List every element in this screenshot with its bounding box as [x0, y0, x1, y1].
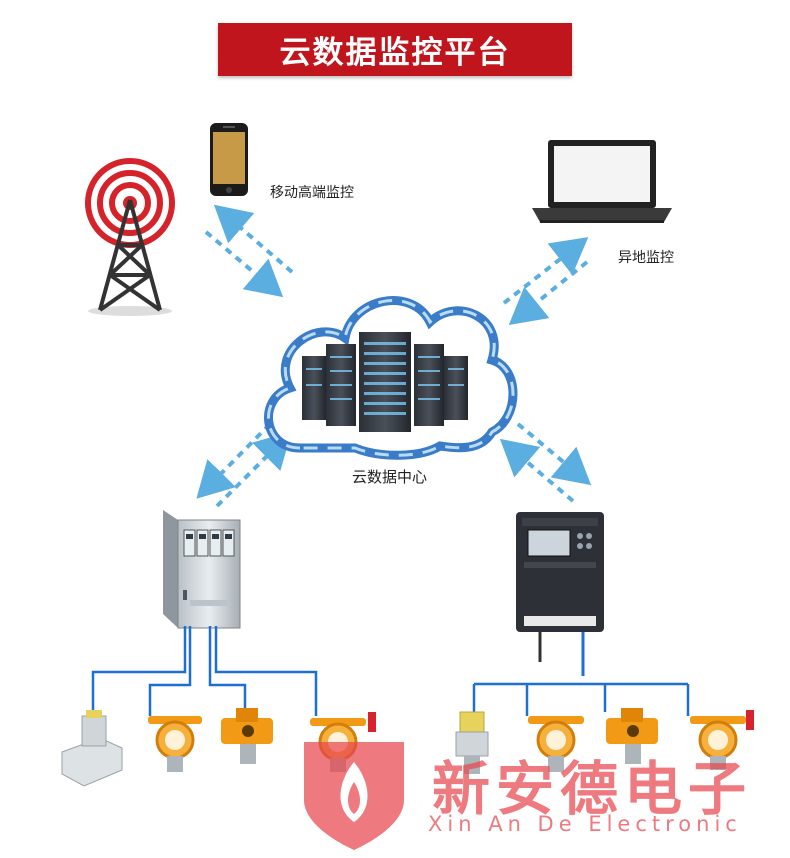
- watermark-english: Xin An De Electronic: [428, 812, 742, 836]
- gas-detector-icon: [61, 710, 123, 787]
- wall-controller-icon: [163, 510, 241, 629]
- label-remote-monitoring: 异地监控: [618, 250, 674, 266]
- alarm-controller-icon: [516, 512, 604, 676]
- smartphone-icon: [210, 123, 248, 196]
- label-cloud-data-center: 云数据中心: [352, 468, 428, 486]
- logo-icon: [304, 742, 404, 850]
- label-mobile-monitoring: 移动高端监控: [270, 185, 354, 201]
- cloud-server-icon: [264, 296, 518, 460]
- laptop-icon: [532, 140, 672, 223]
- signal-tower-icon: [85, 158, 175, 316]
- gas-detector-icon: [606, 708, 658, 764]
- page-title: 云数据监控平台: [218, 23, 572, 76]
- watermark-chinese: 新安德电子: [432, 755, 753, 823]
- gas-detector-icon: [221, 708, 273, 764]
- gas-detector-icon: [455, 711, 489, 774]
- data-arrows: [196, 204, 592, 508]
- gas-detector-icon: [528, 716, 584, 772]
- sensor-wiring: [91, 626, 690, 716]
- gas-detector-icon: [148, 716, 202, 772]
- gas-detector-icon: [690, 710, 754, 770]
